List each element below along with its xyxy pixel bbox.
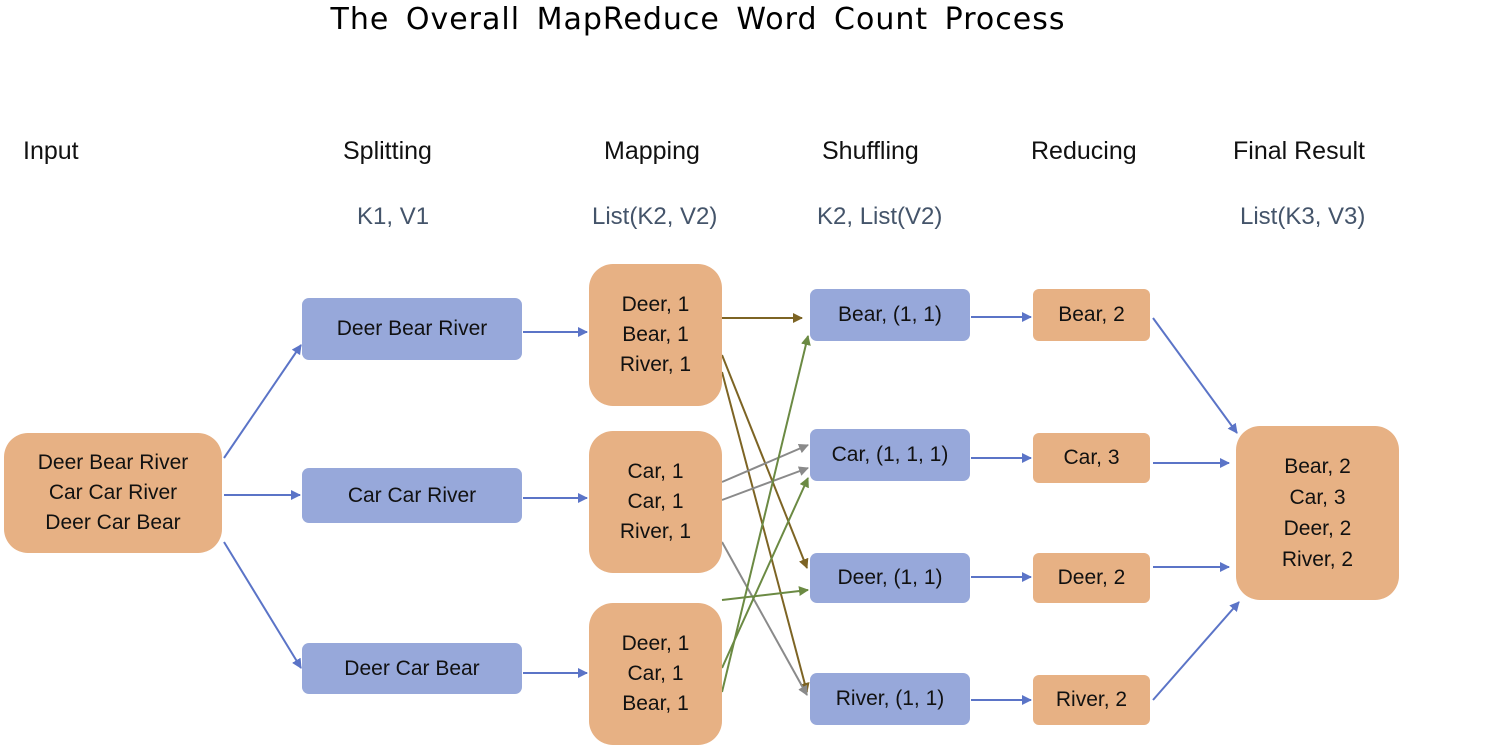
arrow-map2-car-a (721, 443, 809, 483)
reduce-box-deer: Deer, 2 (1033, 553, 1150, 603)
split-text: Deer Bear River (336, 317, 488, 340)
split-box-1: Deer Bear River (302, 298, 522, 360)
signature-final: List(K3, V3) (1240, 203, 1366, 230)
input-line: Car Car River (48, 481, 178, 504)
map-box-3: Deer, 1 Car, 1 Bear, 1 (589, 603, 722, 745)
stage-label-final-result: Final Result (1233, 137, 1365, 165)
arrow-reduce-to-final-4 (1152, 601, 1240, 701)
shuffle-text: Bear, (1, 1) (838, 303, 942, 326)
reduce-text: Deer, 2 (1057, 566, 1126, 589)
shuffle-text: River, (1, 1) (835, 687, 945, 710)
shuffle-box-deer: Deer, (1, 1) (810, 553, 970, 603)
reduce-text: Bear, 2 (1058, 303, 1125, 326)
map-entry: Car, 1 (627, 460, 684, 483)
map-box-2: Car, 1 Car, 1 River, 1 (589, 431, 722, 573)
split-text: Car Car River (347, 483, 477, 507)
map-entry: Car, 1 (627, 662, 684, 685)
final-entry: River, 2 (1281, 548, 1354, 571)
map-entry: River, 1 (619, 520, 692, 543)
shuffle-box-river: River, (1, 1) (810, 673, 970, 725)
map-entry: Bear, 1 (622, 323, 689, 346)
shuffle-box-bear: Bear, (1, 1) (810, 289, 970, 341)
stage-label-input: Input (23, 137, 79, 165)
reduce-text: River, 2 (1055, 688, 1128, 711)
split-box-2: Car Car River (302, 468, 522, 523)
map-box-1: Deer, 1 Bear, 1 River, 1 (589, 264, 722, 406)
arrow-map1-deer (721, 354, 809, 569)
arrow-input-to-split-3 (223, 541, 302, 669)
diagram-title: The Overall MapReduce Word Count Process (330, 2, 1066, 37)
input-line: Deer Bear River (37, 451, 189, 474)
arrow-input-to-split-1 (223, 344, 302, 459)
final-result-box: Bear, 2 Car, 3 Deer, 2 River, 2 (1236, 426, 1399, 600)
input-box: Deer Bear River Car Car River Deer Car B… (4, 433, 222, 553)
split-box-3: Deer Car Bear (302, 643, 522, 694)
signature-mapping: List(K2, V2) (592, 203, 718, 230)
reduce-box-river: River, 2 (1033, 675, 1150, 725)
map-entry: Car, 1 (627, 490, 684, 513)
final-entry: Deer, 2 (1283, 517, 1352, 540)
stage-label-splitting: Splitting (343, 137, 432, 165)
shuffle-box-car: Car, (1, 1, 1) (810, 429, 970, 481)
signature-shuffling: K2, List(V2) (817, 203, 943, 230)
shuffle-text: Deer, (1, 1) (837, 566, 943, 589)
arrow-map3-deer (721, 586, 809, 601)
stage-label-mapping: Mapping (604, 137, 700, 165)
arrow-reduce-to-final-1 (1152, 317, 1238, 434)
signature-splitting: K1, V1 (357, 203, 430, 230)
split-text: Deer Car Bear (344, 656, 480, 680)
arrow-map2-river (721, 541, 808, 696)
arrow-map2-car-b (721, 466, 809, 501)
shuffle-text: Car, (1, 1, 1) (831, 443, 949, 466)
final-entry: Car, 3 (1289, 486, 1346, 509)
map-entry: Deer, 1 (621, 293, 690, 316)
reduce-text: Car, 3 (1063, 446, 1120, 469)
final-entry: Bear, 2 (1284, 455, 1351, 478)
arrow-map1-river (721, 371, 810, 693)
stage-label-shuffling: Shuffling (822, 137, 919, 165)
map-entry: Deer, 1 (621, 632, 690, 655)
stage-label-reducing: Reducing (1031, 137, 1137, 165)
input-line: Deer Car Bear (45, 511, 181, 534)
reduce-box-bear: Bear, 2 (1033, 289, 1150, 341)
map-entry: Bear, 1 (622, 692, 689, 715)
map-entry: River, 1 (619, 353, 692, 376)
reduce-box-car: Car, 3 (1033, 433, 1150, 483)
arrow-map3-bear (721, 335, 811, 693)
